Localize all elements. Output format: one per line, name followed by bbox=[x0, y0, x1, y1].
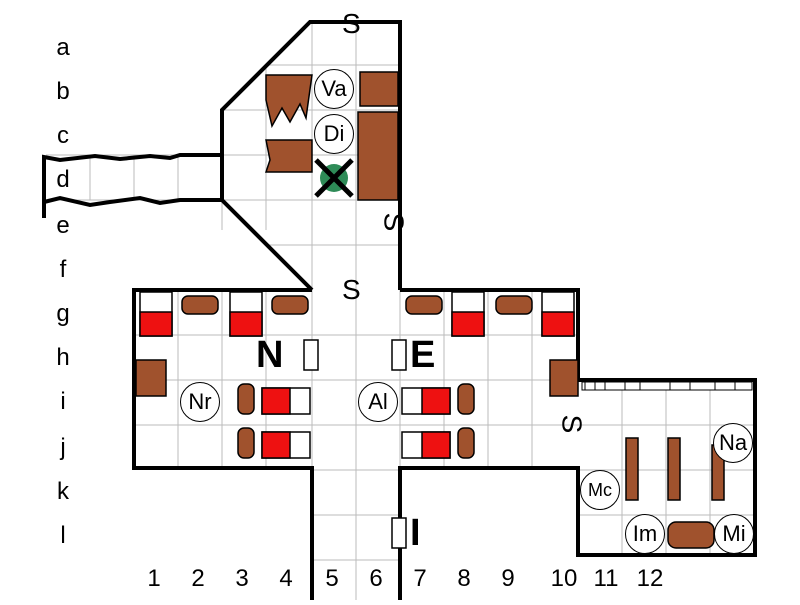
token-mi[interactable]: Mi bbox=[714, 514, 754, 554]
row-label-g: g bbox=[56, 300, 70, 327]
row-label-b: b bbox=[56, 78, 70, 105]
secret-door-east-room: S bbox=[556, 414, 588, 434]
token-mc[interactable]: Mc bbox=[580, 470, 620, 510]
row-label-f: f bbox=[59, 256, 67, 283]
token-al[interactable]: Al bbox=[358, 382, 398, 422]
col-label-8: 8 bbox=[457, 565, 471, 592]
token-di[interactable]: Di bbox=[314, 114, 354, 154]
col-label-2: 2 bbox=[191, 565, 205, 592]
door-label-east: E bbox=[410, 334, 436, 376]
row-label-k: k bbox=[57, 478, 69, 505]
col-label-6: 6 bbox=[369, 565, 383, 592]
door-label-north: N bbox=[256, 334, 284, 376]
weapon-racks bbox=[581, 381, 753, 391]
col-label-11: 11 bbox=[593, 565, 619, 592]
row-label-d: d bbox=[56, 166, 70, 193]
door-bars bbox=[303, 339, 407, 549]
row-label-j: j bbox=[60, 434, 66, 461]
row-label-l: l bbox=[60, 522, 66, 549]
grid-lines bbox=[46, 20, 755, 600]
col-label-7: 7 bbox=[413, 565, 427, 592]
plant-marker bbox=[314, 158, 354, 198]
col-label-3: 3 bbox=[235, 565, 249, 592]
door-label-inner: I bbox=[410, 512, 421, 554]
col-label-1: 1 bbox=[147, 565, 161, 592]
col-label-12: 12 bbox=[636, 565, 664, 592]
col-label-10: 10 bbox=[550, 565, 578, 592]
col-label-4: 4 bbox=[279, 565, 293, 592]
secret-door-east-upper: S bbox=[378, 212, 410, 232]
token-nr[interactable]: Nr bbox=[180, 382, 220, 422]
token-va[interactable]: Va bbox=[314, 69, 354, 109]
walls bbox=[42, 20, 757, 600]
furniture bbox=[135, 71, 725, 549]
col-label-5: 5 bbox=[325, 565, 339, 592]
row-label-c: c bbox=[57, 122, 69, 149]
beds bbox=[139, 291, 575, 459]
token-na[interactable]: Na bbox=[713, 423, 753, 463]
secret-door-hall: S bbox=[342, 274, 361, 305]
token-im[interactable]: Im bbox=[625, 514, 665, 554]
row-label-e: e bbox=[56, 212, 70, 239]
secret-door-top: S bbox=[342, 8, 361, 39]
col-label-9: 9 bbox=[501, 565, 515, 592]
row-label-i: i bbox=[60, 388, 66, 415]
row-label-a: a bbox=[56, 34, 70, 61]
row-label-h: h bbox=[56, 344, 70, 371]
